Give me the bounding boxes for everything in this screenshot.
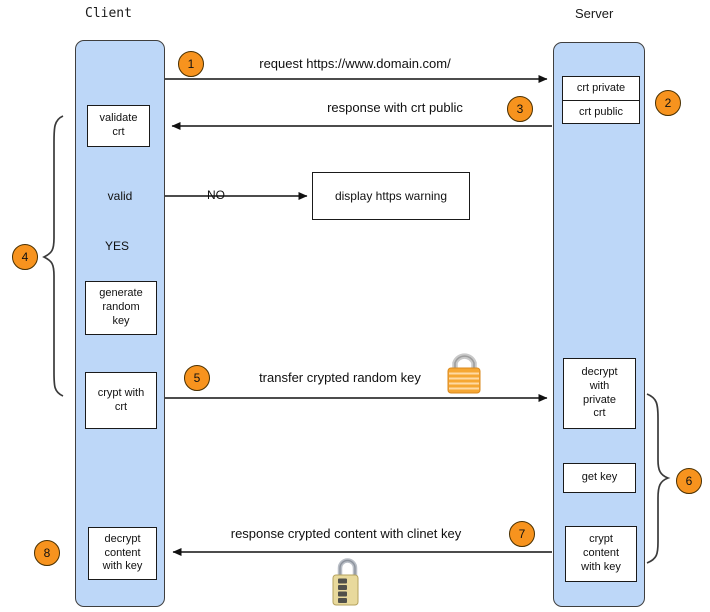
no-label: NO — [207, 188, 225, 202]
client-lane-title: Client — [85, 6, 132, 21]
step-8-badge: 8 — [34, 540, 60, 566]
brace-server-steps — [646, 393, 671, 564]
generate-random-key-node: generate random key — [85, 281, 157, 335]
step-6-badge: 6 — [676, 468, 702, 494]
response-content-message: response crypted content with clinet key — [230, 526, 462, 541]
server-lane-title: Server — [575, 6, 614, 21]
step-3-badge: 3 — [507, 96, 533, 122]
step-1-badge: 1 — [178, 51, 204, 77]
decrypt-with-private-crt-node: decrypt with private crt — [563, 358, 636, 429]
get-key-node: get key — [563, 463, 636, 493]
crt-private-cell: crt private — [563, 77, 639, 101]
valid-decision-label: valid — [107, 188, 133, 203]
transfer-key-message: transfer crypted random key — [259, 370, 421, 385]
crt-public-cell: crt public — [578, 105, 624, 118]
server-lane — [553, 42, 645, 607]
step-2-badge: 2 — [655, 90, 681, 116]
validate-crt-node: validate crt — [87, 105, 150, 147]
combination-padlock-icon — [332, 558, 359, 606]
request-message: request https://www.domain.com/ — [259, 56, 451, 71]
yes-label: YES — [105, 239, 130, 253]
crt-store-node: crt private crt public — [562, 76, 640, 124]
step-7-badge: 7 — [509, 521, 535, 547]
response-crt-message: response with crt public — [327, 100, 463, 115]
crypt-with-crt-node: crypt with crt — [85, 372, 157, 429]
decrypt-content-with-key-node: decrypt content with key — [88, 527, 157, 580]
crypt-content-with-key-node: crypt content with key — [565, 526, 637, 582]
closed-padlock-icon — [447, 353, 481, 394]
display-https-warning-node: display https warning — [312, 172, 470, 220]
step-5-badge: 5 — [184, 365, 210, 391]
brace-client-steps — [42, 115, 64, 397]
step-4-badge: 4 — [12, 244, 38, 270]
